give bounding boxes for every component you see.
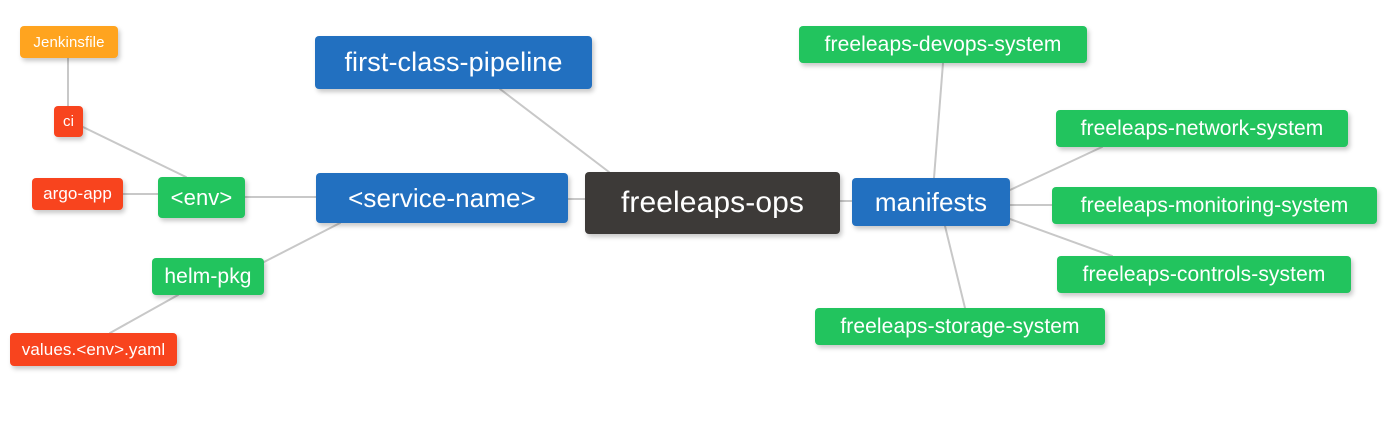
edge-manifests-to-freeleaps-controls-system bbox=[1009, 218, 1113, 257]
node-label: freeleaps-storage-system bbox=[840, 314, 1080, 338]
node-label: manifests bbox=[874, 186, 988, 217]
node-label: freeleaps-monitoring-system bbox=[1080, 193, 1349, 217]
node-label: ci bbox=[62, 113, 75, 130]
node-label: first-class-pipeline bbox=[344, 47, 563, 77]
node-manifests[interactable]: manifests bbox=[852, 178, 1010, 226]
edge-freeleaps-ops-to-first-class-pipeline bbox=[499, 88, 610, 173]
node-label: Jenkinsfile bbox=[33, 33, 105, 51]
node-label: argo-app bbox=[43, 184, 112, 203]
node-first-class-pipeline[interactable]: first-class-pipeline bbox=[315, 36, 592, 89]
node-label: freeleaps-ops bbox=[620, 186, 805, 219]
node-label: <env> bbox=[170, 184, 233, 210]
node-freeleaps-storage-system[interactable]: freeleaps-storage-system bbox=[815, 308, 1105, 345]
node-ci[interactable]: ci bbox=[54, 106, 83, 137]
node-label: helm-pkg bbox=[164, 264, 252, 288]
node-label: freeleaps-network-system bbox=[1080, 116, 1324, 140]
node-jenkinsfile[interactable]: Jenkinsfile bbox=[20, 26, 118, 58]
edge-manifests-to-freeleaps-network-system bbox=[1009, 146, 1103, 191]
edge-manifests-to-freeleaps-storage-system bbox=[944, 225, 966, 309]
node-service-name[interactable]: <service-name> bbox=[316, 173, 568, 223]
node-label: freeleaps-controls-system bbox=[1082, 262, 1326, 286]
node-freeleaps-network-system[interactable]: freeleaps-network-system bbox=[1056, 110, 1348, 147]
edge-env-to-ci bbox=[82, 126, 187, 178]
node-argo-app[interactable]: argo-app bbox=[32, 178, 123, 210]
node-values-env-yaml[interactable]: values.<env>.yaml bbox=[10, 333, 177, 366]
node-env[interactable]: <env> bbox=[158, 177, 245, 218]
edge-manifests-to-freeleaps-devops-system bbox=[933, 62, 944, 179]
node-freeleaps-devops-system[interactable]: freeleaps-devops-system bbox=[799, 26, 1087, 63]
node-label: values.<env>.yaml bbox=[21, 339, 166, 359]
node-freeleaps-ops[interactable]: freeleaps-ops bbox=[585, 172, 840, 234]
edge-helm-pkg-to-values-env-yaml bbox=[109, 294, 179, 334]
node-label: <service-name> bbox=[348, 182, 536, 213]
node-freeleaps-monitoring-system[interactable]: freeleaps-monitoring-system bbox=[1052, 187, 1377, 224]
node-label: freeleaps-devops-system bbox=[824, 32, 1062, 56]
edge-service-name-to-helm-pkg bbox=[263, 222, 341, 263]
node-freeleaps-controls-system[interactable]: freeleaps-controls-system bbox=[1057, 256, 1351, 293]
node-helm-pkg[interactable]: helm-pkg bbox=[152, 258, 264, 295]
